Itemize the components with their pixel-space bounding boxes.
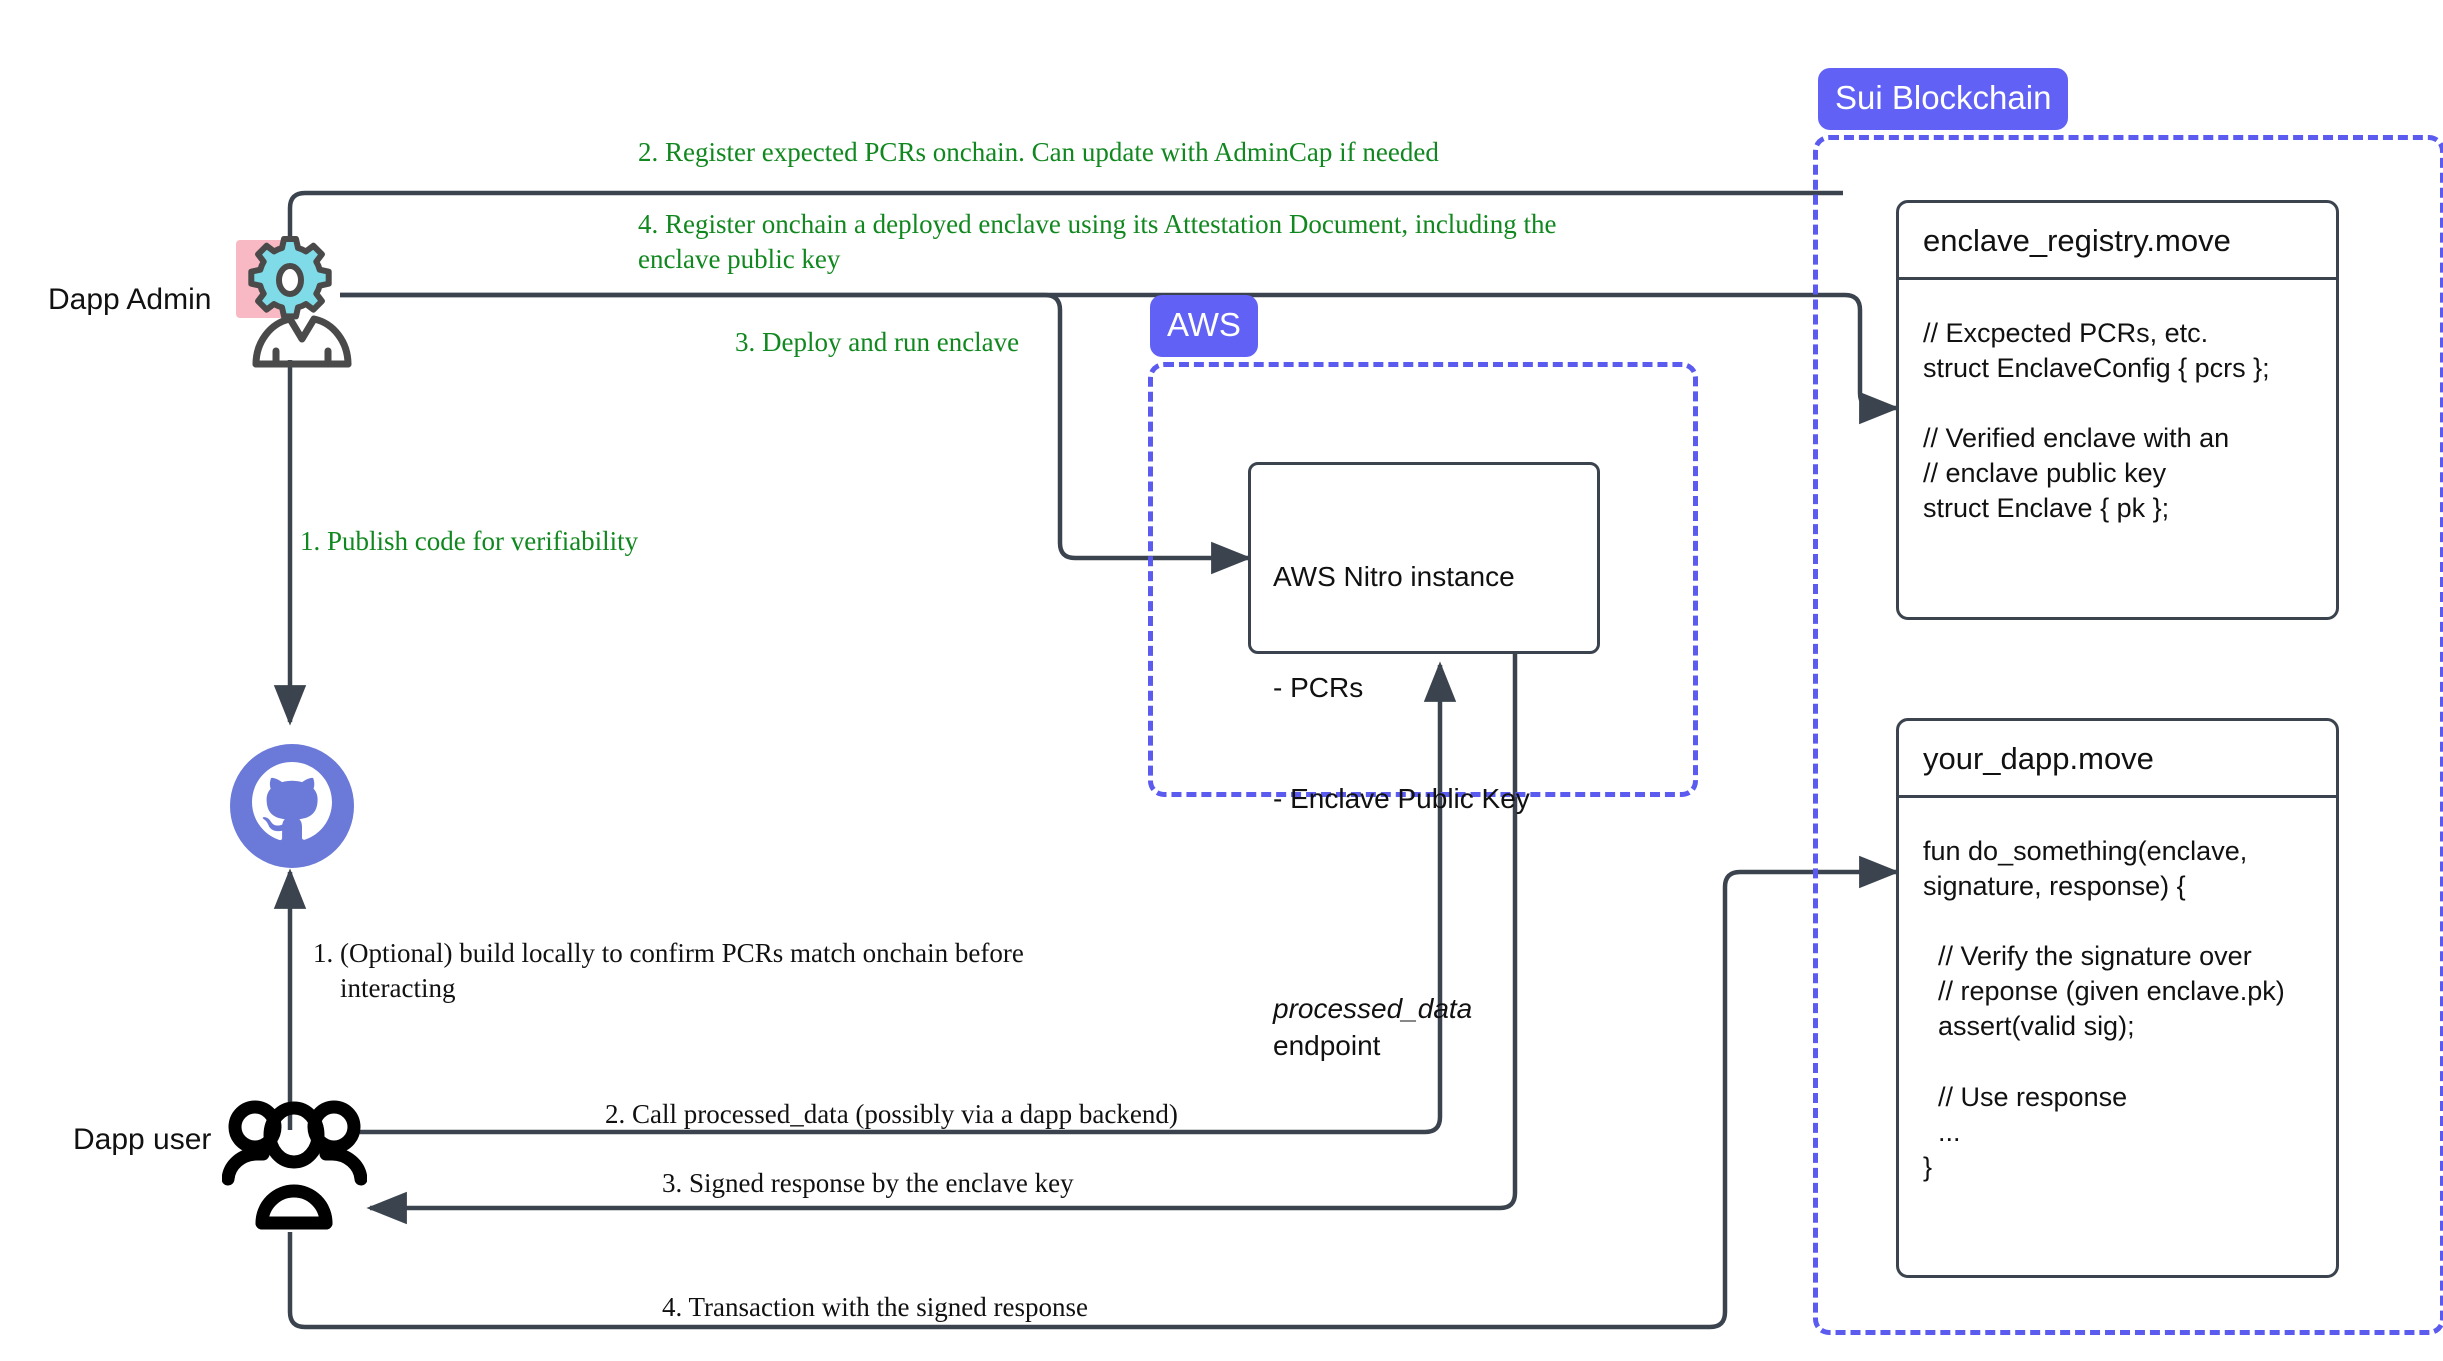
github-icon: [228, 742, 356, 870]
actor-label-dapp-admin: Dapp Admin: [48, 283, 212, 316]
nitro-line-pubkey: - Enclave Public Key: [1273, 782, 1530, 814]
zone-badge-sui-blockchain: Sui Blockchain: [1818, 68, 2069, 130]
step-label-publish-code: 1. Publish code for verifiability: [300, 526, 639, 556]
step-label-call-processed-data: 2. Call processed_data (possibly via a d…: [605, 1099, 1178, 1129]
step-label-register-pcrs: 2. Register expected PCRs onchain. Can u…: [638, 137, 1439, 167]
card-title-your-dapp: your_dapp.move: [1899, 721, 2336, 798]
step-label-deploy-enclave: 3. Deploy and run enclave: [735, 327, 1020, 357]
zone-boundary-aws: [1148, 362, 1698, 797]
aws-nitro-instance-box: AWS Nitro instance - PCRs - Enclave Publ…: [1248, 462, 1600, 1061]
card-title-enclave-registry: enclave_registry.move: [1899, 203, 2336, 280]
step-label-register-enclave: 4. Register onchain a deployed enclave u…: [638, 209, 1557, 274]
actor-label-dapp-user: Dapp user: [73, 1123, 212, 1156]
card-body-your-dapp: fun do_something(enclave, signature, res…: [1923, 836, 2285, 1182]
nitro-endpoint-line: processed_data endpoint: [1273, 991, 1575, 1065]
nitro-endpoint-name: processed_data: [1273, 993, 1473, 1025]
zone-badge-aws: AWS: [1150, 295, 1258, 357]
users-group-icon: [222, 1095, 367, 1235]
step-label-signed-response: 3. Signed response by the enclave key: [662, 1168, 1074, 1198]
zone-boundary-sui-blockchain: [1813, 135, 2443, 1335]
card-enclave-registry-move: enclave_registry.move // Excpected PCRs,…: [1896, 200, 2339, 620]
nitro-endpoint-suffix: endpoint: [1273, 993, 1481, 1062]
nitro-line-title: AWS Nitro instance: [1273, 560, 1515, 592]
card-your-dapp-move: your_dapp.move fun do_something(enclave,…: [1896, 718, 2339, 1278]
admin-gear-person-icon: [228, 228, 368, 368]
nitro-line-pcrs: - PCRs: [1273, 671, 1364, 703]
step-label-build-locally: 1. (Optional) build locally to confirm P…: [313, 938, 1024, 1003]
step-label-transaction: 4. Transaction with the signed response: [662, 1292, 1088, 1322]
card-body-enclave-registry: // Excpected PCRs, etc. struct EnclaveCo…: [1923, 318, 2270, 524]
